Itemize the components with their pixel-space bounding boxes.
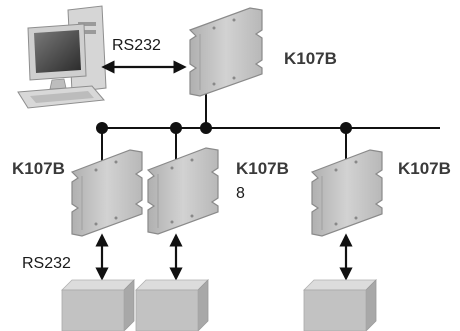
module-icon-middle bbox=[146, 147, 219, 235]
junction-dot bbox=[170, 122, 182, 134]
pc-link-label: RS232 bbox=[112, 37, 161, 54]
middle-count-label: 8 bbox=[236, 185, 245, 202]
middle-device-label: K107B bbox=[236, 159, 289, 178]
master-device-label: K107B bbox=[284, 49, 337, 68]
module-icon-master bbox=[188, 7, 263, 97]
peripheral-box-icon-middle bbox=[135, 279, 209, 331]
peripheral-box-icon-left bbox=[61, 279, 135, 331]
peripheral-link-label: RS232 bbox=[22, 255, 71, 272]
module-icon-left bbox=[70, 149, 143, 237]
left-device-label: K107B bbox=[12, 159, 65, 178]
computer-icon bbox=[17, 5, 107, 109]
junction-dot bbox=[340, 122, 352, 134]
peripheral-box-icon-right bbox=[303, 279, 377, 331]
module-icon-right bbox=[310, 149, 383, 237]
right-device-label: K107B bbox=[398, 159, 451, 178]
junction-dot bbox=[200, 122, 212, 134]
junction-dot bbox=[96, 122, 108, 134]
